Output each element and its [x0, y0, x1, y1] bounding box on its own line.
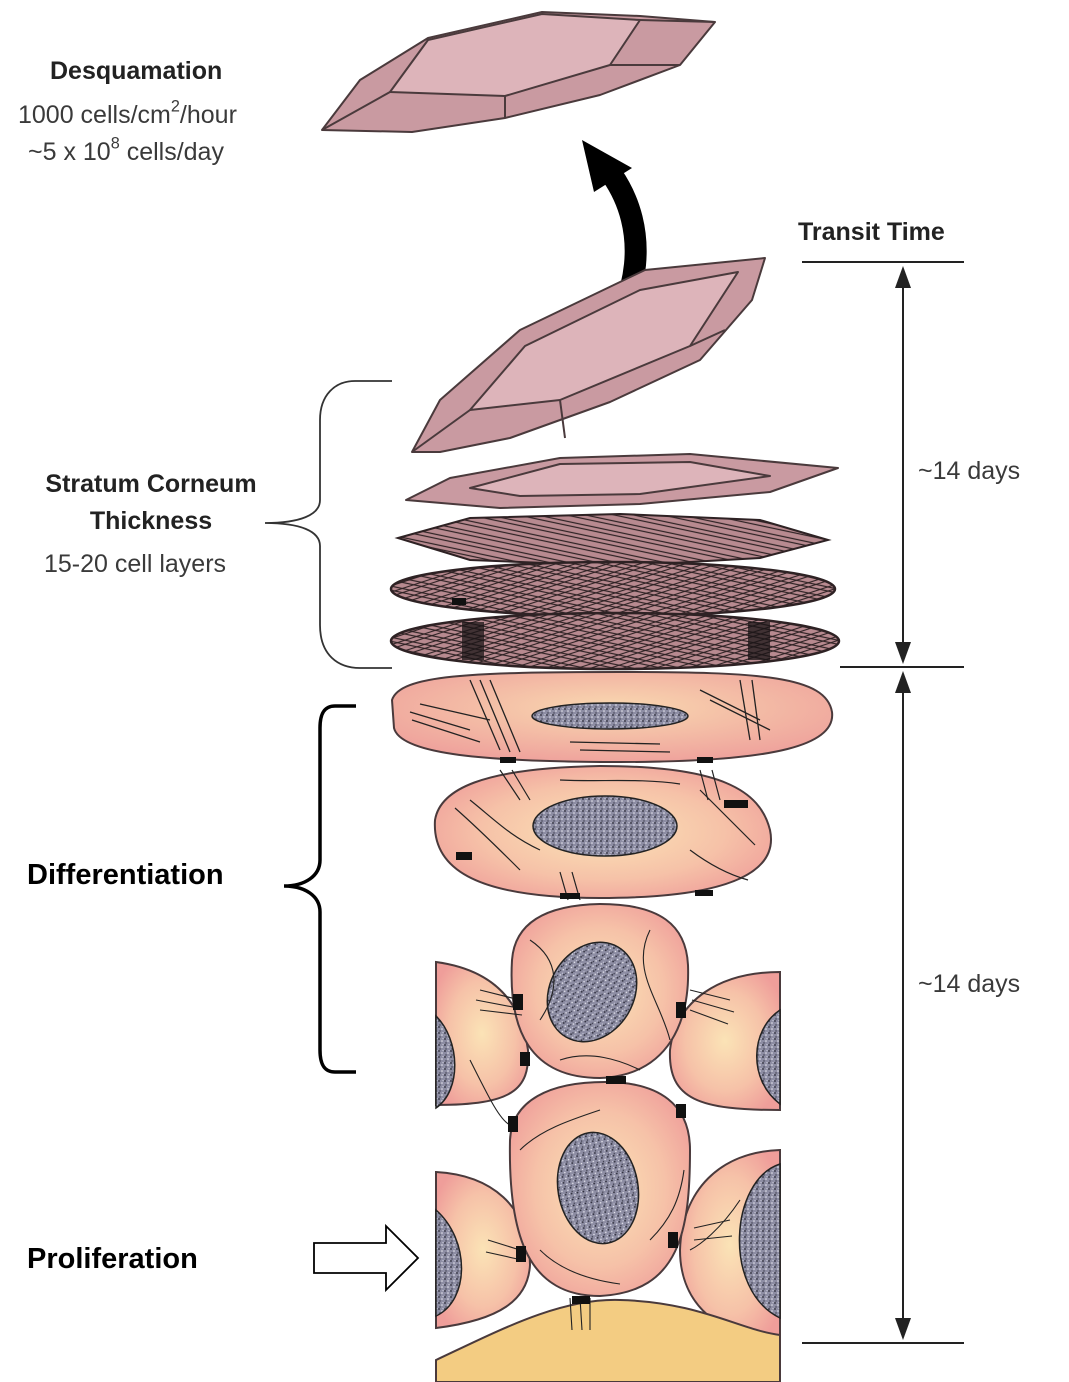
transit-time-title: Transit Time: [798, 218, 945, 247]
desquamating-corneocyte: [322, 12, 715, 132]
stratum-corneum-title: Stratum Corneum Thickness: [20, 466, 282, 540]
desquamation-rate-prefix: 1000 cells/cm: [18, 101, 171, 129]
desquamation-rate-exponent: 2: [171, 98, 180, 116]
desquamation-daily-exponent: 8: [111, 135, 120, 153]
lower-transit-days: ~14 days: [918, 970, 1020, 999]
flat-corneocyte: [406, 454, 838, 508]
desquamation-rate: 1000 cells/cm2/hour: [18, 101, 237, 130]
fibrous-corneocyte-3: [391, 613, 839, 669]
stratum-corneum-title-line1: Stratum Corneum: [20, 466, 282, 503]
stratum-corneum-layers: 15-20 cell layers: [44, 550, 226, 579]
proliferation-label: Proliferation: [27, 1243, 198, 1276]
spinous-cell: [435, 766, 771, 900]
desquamation-rate-suffix: /hour: [180, 101, 237, 129]
stratum-corneum-title-line2: Thickness: [20, 503, 282, 540]
desquamation-daily-suffix: cells/day: [120, 138, 224, 166]
basal-cluster: [436, 904, 780, 1382]
upper-corneocyte: [412, 258, 765, 452]
proliferation-arrow: [314, 1226, 418, 1290]
transit-time-scale: [802, 262, 964, 1343]
stratum-corneum-brace: [265, 381, 392, 668]
desquamation-daily-prefix: ~5 x 10: [28, 138, 111, 166]
differentiation-brace: [284, 706, 356, 1072]
granular-cell: [392, 672, 832, 763]
desquamation-title: Desquamation: [50, 57, 222, 86]
differentiation-label: Differentiation: [27, 859, 224, 892]
desquamation-daily: ~5 x 108 cells/day: [28, 138, 224, 167]
fibrous-corneocyte-1: [398, 514, 828, 566]
fibrous-corneocyte-2: [391, 562, 835, 616]
upper-transit-days: ~14 days: [918, 457, 1020, 486]
